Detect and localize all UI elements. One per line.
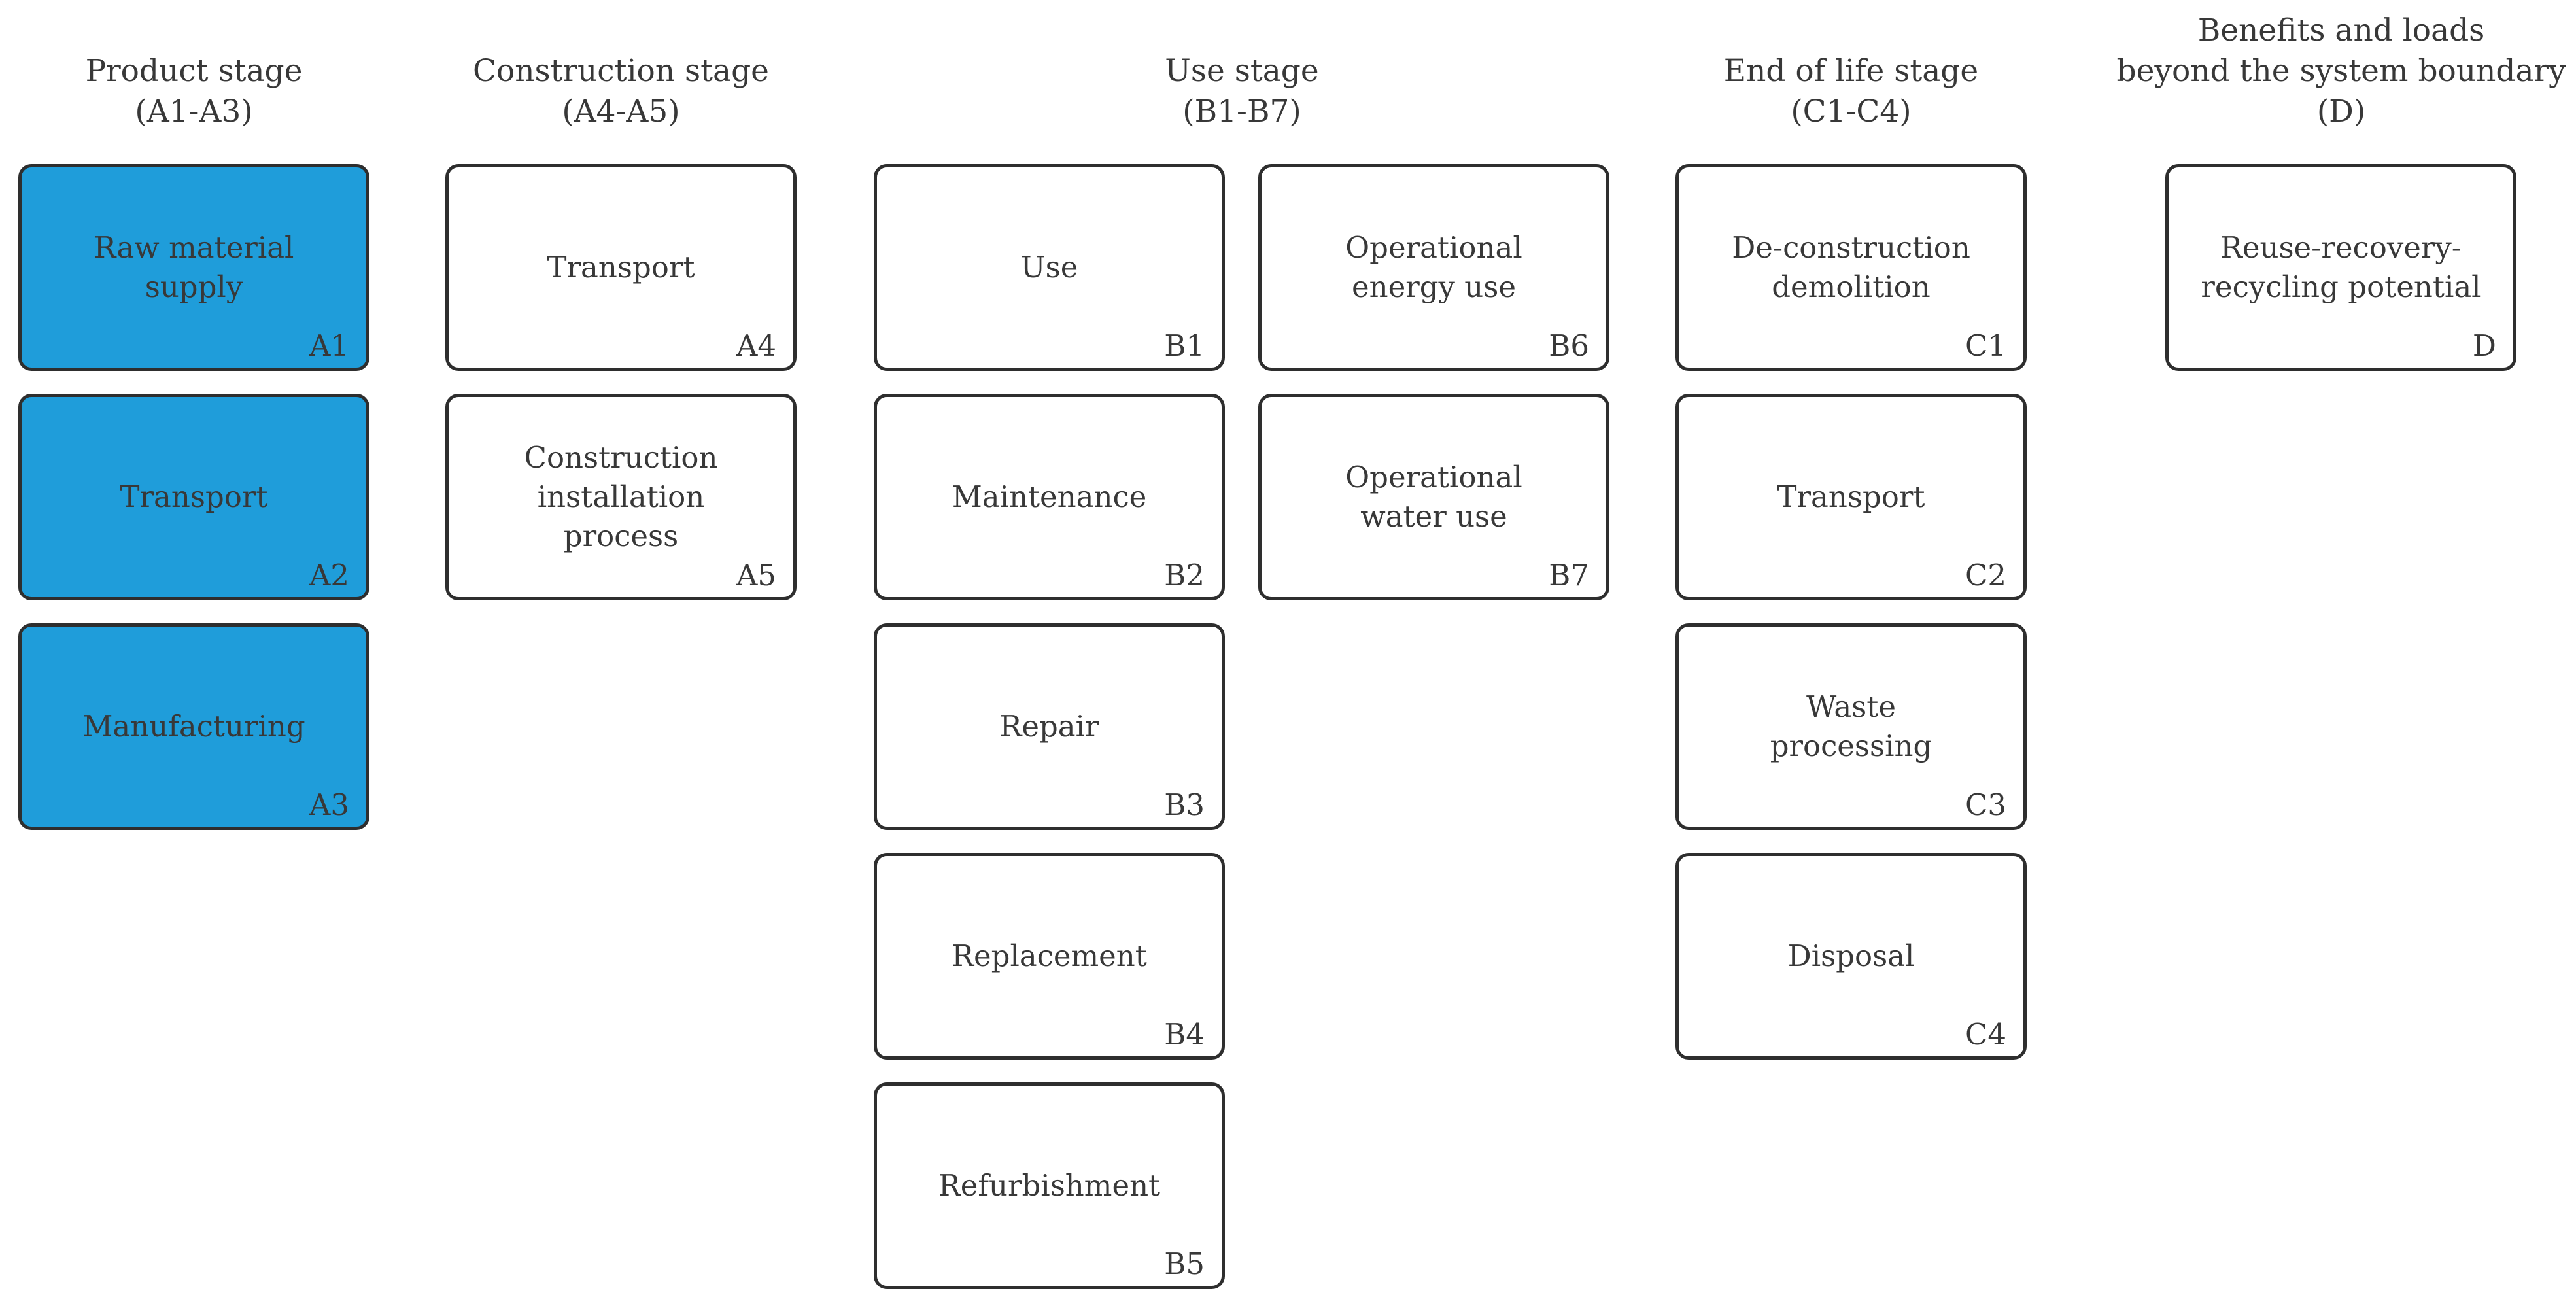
stage-box-code: C2 <box>1965 558 2006 593</box>
stage-box-code: C1 <box>1965 328 2006 363</box>
stage-box-code: B5 <box>1164 1247 1205 1281</box>
stage-box-label: Replacement <box>952 939 1147 973</box>
stage-box-code: B2 <box>1164 558 1205 593</box>
stage-box-b1: Use B1 <box>874 164 1225 371</box>
stage-box-code: A5 <box>736 558 776 593</box>
stage-box-code: B7 <box>1549 558 1589 593</box>
stage-box-code: B4 <box>1164 1017 1205 1052</box>
stage-box-b3: Repair B3 <box>874 623 1225 830</box>
stage-box-label: Manufacturing <box>82 709 305 744</box>
stage-box-b4: Replacement B4 <box>874 853 1225 1060</box>
stage-box-c2: Transport C2 <box>1675 394 2027 600</box>
stage-box-c4: Disposal C4 <box>1675 853 2027 1060</box>
stage-box-code: A3 <box>309 787 349 822</box>
stage-box-code: C3 <box>1965 787 2006 822</box>
stage-box-code: A1 <box>309 328 349 363</box>
stage-box-label: Refurbishment <box>938 1168 1161 1203</box>
stage-box-code: B3 <box>1164 787 1205 822</box>
stage-box-code: D <box>2472 328 2496 363</box>
header-use-stage: Use stage(B1-B7) <box>1165 53 1319 129</box>
stage-box-a3: Manufacturing A3 <box>18 623 369 830</box>
stage-box-code: A4 <box>736 328 776 363</box>
stage-box-label: Repair <box>999 709 1099 744</box>
stage-box-label: Transport <box>1777 479 1925 514</box>
stage-box-label: Disposal <box>1787 939 1915 973</box>
stage-box-code: B1 <box>1164 328 1205 363</box>
stage-box-b2: Maintenance B2 <box>874 394 1225 600</box>
column-use-stage-left: Use B1 Maintenance B2 Repair B3 Replacem… <box>874 164 1225 1312</box>
stage-box-label: Transport <box>547 250 695 285</box>
header-construction-stage: Construction stage(A4-A5) <box>473 53 769 129</box>
stage-box-label: Reuse-recovery-recycling potential <box>2201 230 2481 304</box>
stage-box-code: C4 <box>1965 1017 2006 1052</box>
stage-box-code: B6 <box>1549 328 1589 363</box>
stage-box-a2: Transport A2 <box>18 394 369 600</box>
stage-box-b5: Refurbishment B5 <box>874 1082 1225 1289</box>
stage-box-label: Use <box>1020 250 1078 285</box>
column-benefits-stage: Reuse-recovery-recycling potential D <box>2165 164 2516 394</box>
header-product-stage: Product stage(A1-A3) <box>85 53 303 129</box>
stage-box-code: A2 <box>309 558 349 593</box>
stage-box-d: Reuse-recovery-recycling potential D <box>2165 164 2516 371</box>
stage-box-label: Transport <box>120 479 268 514</box>
stage-box-a4: Transport A4 <box>445 164 797 371</box>
header-end-of-life-stage: End of life stage(C1-C4) <box>1723 53 1979 129</box>
stage-box-label: Maintenance <box>952 479 1147 514</box>
